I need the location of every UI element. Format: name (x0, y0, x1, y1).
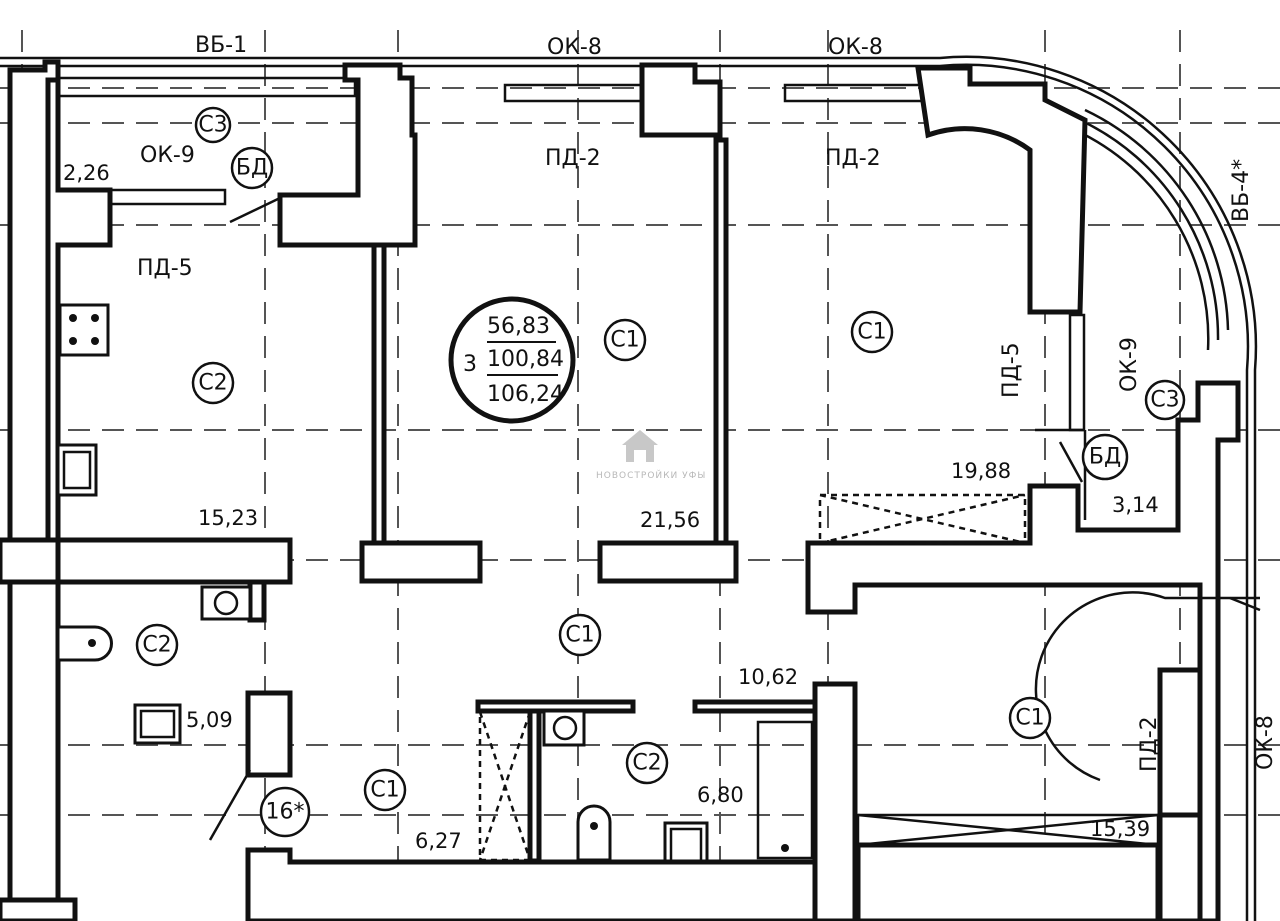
svg-text:БД: БД (1089, 445, 1121, 470)
apartment-summary-badge: 3 56,83 100,84 106,24 (448, 296, 576, 424)
balcony-details (208, 196, 1261, 862)
circled-tags: С3 БД С2 С1 С1 С3 БД С2 (135, 106, 1186, 838)
area-room2: 19,88 (951, 459, 1011, 483)
house-logo-icon (622, 430, 658, 462)
sink-icon (56, 443, 98, 497)
svg-text:С2: С2 (198, 371, 227, 396)
watermark: НОВОСТРОЙКИ УФЫ (596, 430, 706, 481)
svg-text:16*: 16* (266, 800, 305, 825)
tag-s1-entry: С1 (363, 768, 407, 812)
label-vb4: ВБ-4* (1229, 159, 1254, 222)
label-pd2-c: ПД-2 (1137, 716, 1162, 772)
label-pd5-a: ПД-5 (137, 256, 193, 281)
label-ok9-a: ОК-9 (140, 143, 195, 168)
tag-s2-bath: С2 (135, 623, 179, 667)
tag-note16: 16* (259, 786, 311, 838)
fixtures (56, 303, 789, 863)
tag-s1-room1: С1 (603, 318, 647, 362)
washbasin-icon (200, 585, 252, 621)
label-ok8-b: ОК-8 (828, 35, 883, 60)
tag-s2-kitchen: С2 (191, 361, 235, 405)
stove-icon (58, 303, 110, 357)
label-vb1: ВБ-1 (195, 33, 247, 58)
area-right-room: 15,39 (1090, 817, 1150, 841)
label-ok9-b: ОК-9 (1117, 337, 1142, 392)
label-pd2-b: ПД-2 (825, 146, 881, 171)
svg-text:С1: С1 (610, 328, 639, 353)
shower-tray-icon (133, 703, 182, 745)
area-balcony-right: 3,14 (1112, 493, 1159, 517)
apartment-living-area: 56,83 (487, 314, 550, 339)
tag-bd-b: БД (1081, 433, 1129, 481)
label-pd5-b: ПД-5 (999, 342, 1024, 398)
shower-tray-2-icon (663, 821, 709, 863)
svg-text:С3: С3 (198, 113, 227, 138)
label-ok8-a: ОК-8 (547, 35, 602, 60)
area-bathroom: 5,09 (186, 708, 233, 732)
svg-text:С2: С2 (142, 633, 171, 658)
apartment-total-area: 100,84 (487, 347, 564, 372)
svg-text:С1: С1 (857, 320, 886, 345)
area-kitchen: 15,23 (198, 506, 258, 530)
area-balcony-left: 2,26 (63, 161, 110, 185)
tag-bd-a: БД (230, 146, 274, 190)
svg-text:С2: С2 (632, 751, 661, 776)
svg-text:БД: БД (236, 156, 268, 181)
toilet-icon (56, 625, 113, 662)
drain-icon (781, 844, 789, 852)
area-room1: 21,56 (640, 508, 700, 532)
element-labels: ВБ-1 ОК-8 ОК-8 ОК-9 ПД-2 ПД-2 ПД-5 ВБ-4*… (137, 33, 1278, 772)
tag-s2-bath2: С2 (625, 741, 669, 785)
tag-s3-a: С3 (194, 106, 232, 144)
washbasin-2-icon (542, 709, 586, 747)
svg-text:С3: С3 (1150, 388, 1179, 413)
apartment-area-with-balcony: 106,24 (487, 382, 564, 407)
watermark-brand: НОВОСТРОЙКИ УФЫ (596, 469, 706, 481)
walls (0, 59, 1241, 921)
tag-s1-right: С1 (1008, 696, 1052, 740)
label-ok8-c: ОК-8 (1253, 715, 1278, 770)
svg-text:С1: С1 (565, 623, 594, 648)
svg-text:С1: С1 (370, 778, 399, 803)
room-areas: 2,26 15,23 21,56 19,88 3,14 5,09 10,62 6… (63, 161, 1159, 853)
tag-s1-room2: С1 (850, 310, 894, 354)
apartment-rooms: 3 (463, 352, 477, 377)
area-hall: 10,62 (738, 665, 798, 689)
tag-s3-b: С3 (1144, 379, 1186, 421)
tag-s1-hall: С1 (558, 613, 602, 657)
label-pd2-a: ПД-2 (545, 146, 601, 171)
toilet-2-icon (576, 804, 612, 862)
area-bathroom2: 6,80 (697, 783, 744, 807)
svg-text:С1: С1 (1015, 706, 1044, 731)
facade (0, 55, 1258, 921)
area-entry: 6,27 (415, 829, 462, 853)
